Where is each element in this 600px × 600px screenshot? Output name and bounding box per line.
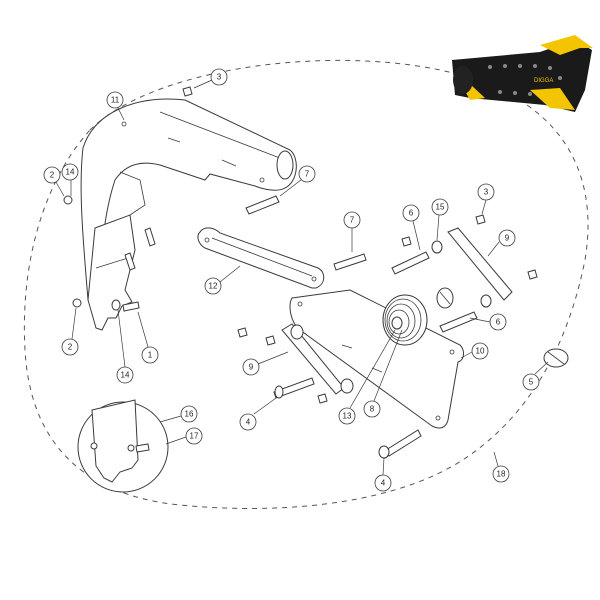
detail-inset	[77, 399, 169, 493]
callout-18: 18	[492, 465, 510, 483]
link-bar	[197, 227, 325, 289]
callout-13: 13	[338, 407, 356, 425]
callout-12: 12	[204, 277, 222, 295]
assembly-boundary	[23, 59, 589, 509]
callout-label: 12	[209, 282, 218, 291]
callout-label: 7	[350, 216, 355, 225]
torsion-spring	[382, 294, 428, 346]
callout-label: 1	[148, 351, 153, 360]
callout-7: 7	[298, 165, 316, 183]
boom-frame	[80, 98, 297, 301]
callout-label: 4	[381, 479, 386, 488]
callout-label: 15	[436, 203, 445, 212]
callout-9: 9	[242, 358, 260, 376]
lynch-pins	[436, 287, 569, 368]
callout-label: 13	[343, 412, 352, 421]
callout-2: 2	[61, 338, 79, 356]
callout-label: 4	[246, 418, 251, 427]
callout-3: 3	[477, 183, 495, 201]
callout-14: 14	[61, 163, 79, 181]
product-thumbnail: DIGGA	[452, 35, 593, 112]
callout-16: 16	[180, 405, 198, 423]
callout-label: 14	[121, 371, 130, 380]
tooth-plate	[87, 214, 136, 331]
callout-label: 5	[529, 378, 534, 387]
callout-label: 8	[370, 405, 375, 414]
callout-label: 2	[50, 171, 55, 180]
callout-4: 4	[239, 413, 257, 431]
callout-label: 18	[497, 470, 506, 479]
washers	[111, 240, 492, 394]
pins	[245, 195, 478, 459]
callout-label: 6	[496, 318, 501, 327]
callout-1: 1	[141, 346, 159, 364]
callout-5: 5	[522, 373, 540, 391]
callout-10: 10	[471, 342, 489, 360]
callout-label: 6	[409, 209, 414, 218]
callout-label: 16	[185, 410, 194, 419]
callout-3: 3	[210, 68, 228, 86]
callout-8: 8	[363, 400, 381, 418]
callout-label: 9	[249, 363, 254, 372]
callout-2: 2	[43, 166, 61, 184]
callout-label: 9	[505, 234, 510, 243]
brand-text: DIGGA	[534, 78, 553, 84]
callout-6: 6	[402, 204, 420, 222]
callout-14: 14	[116, 366, 134, 384]
callout-label: 3	[217, 73, 222, 82]
bolts	[63, 86, 538, 404]
callout-label: 3	[484, 188, 489, 197]
callout-label: 11	[111, 96, 120, 105]
callout-9: 9	[498, 229, 516, 247]
callouts: 3 11 2 14 7 3 15 6 7 9 12 6 2 1 10 9 14 …	[43, 68, 540, 492]
leader-lines	[55, 79, 549, 476]
callout-label: 10	[476, 347, 485, 356]
callout-6: 6	[489, 313, 507, 331]
callout-label: 7	[305, 170, 310, 179]
callout-4: 4	[374, 474, 392, 492]
short-links	[281, 227, 513, 395]
side-plate	[289, 289, 464, 429]
callout-label: 14	[66, 168, 75, 177]
callout-label: 17	[190, 432, 199, 441]
callout-label: 2	[68, 343, 73, 352]
callout-15: 15	[431, 198, 449, 216]
callout-7: 7	[343, 211, 361, 229]
callout-11: 11	[106, 91, 124, 109]
callout-17: 17	[185, 427, 203, 445]
